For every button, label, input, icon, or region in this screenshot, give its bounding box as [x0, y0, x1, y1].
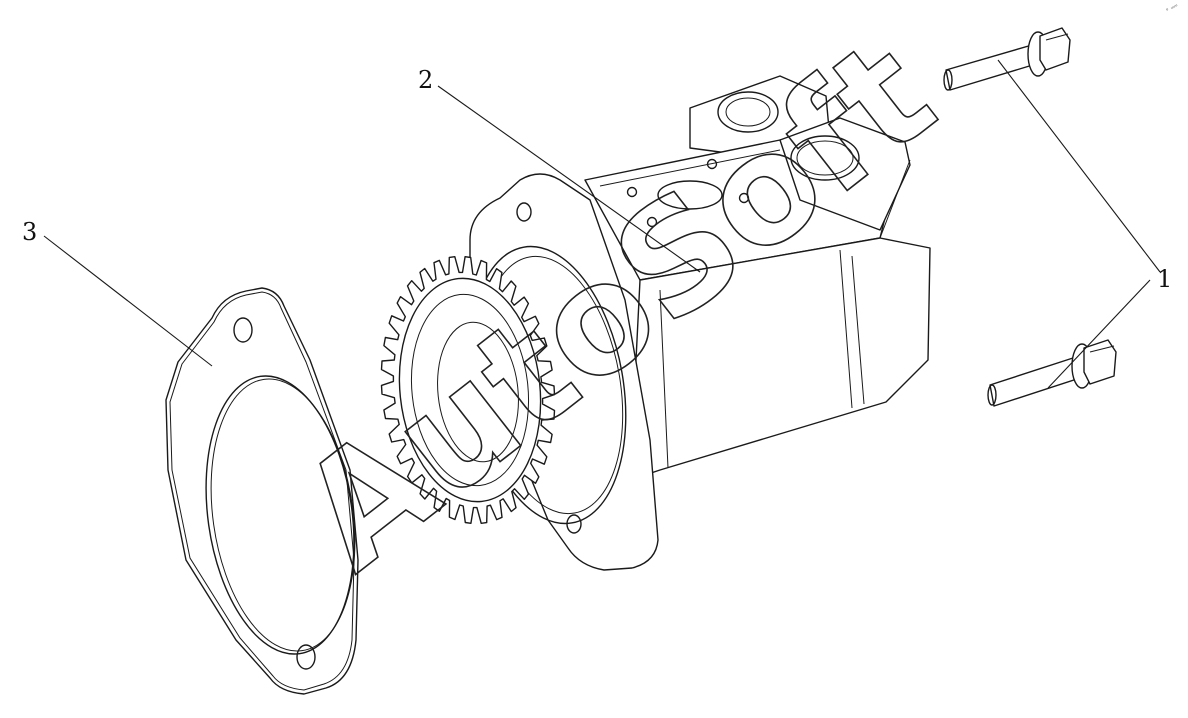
leader-line-pump: [437, 85, 701, 273]
gasket-part-3: [165, 287, 359, 695]
leader-line-gasket: [43, 235, 213, 367]
leader-line-bolt-lower: [1047, 279, 1151, 389]
callout-label-gasket: 3: [22, 218, 37, 246]
callout-label-pump: 2: [418, 66, 433, 94]
bolt-lower-part-1: [987, 339, 1117, 407]
pump-assembly-part-2: [380, 75, 931, 571]
leader-line-bolt-upper: [997, 59, 1161, 273]
corner-mark: ∘ ᵤᵤᵤ: [1164, 1, 1179, 14]
callout-label-bolt: 1: [1157, 265, 1172, 293]
bolt-upper-part-1: [943, 27, 1071, 91]
